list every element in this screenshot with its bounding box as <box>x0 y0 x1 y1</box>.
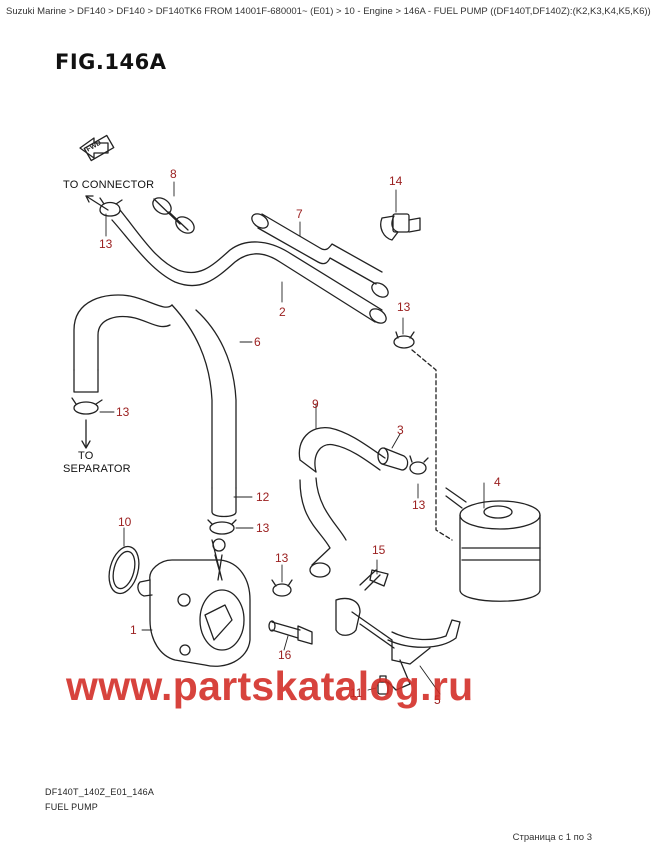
o-ring-10 <box>108 545 140 595</box>
connector-3 <box>377 447 409 471</box>
callout-15: 15 <box>372 543 386 557</box>
callout-13-pump: 13 <box>256 521 270 535</box>
callout-12: 12 <box>256 490 270 504</box>
callout-8: 8 <box>170 167 177 181</box>
to-separator-arrow <box>81 419 91 449</box>
bolt-15 <box>359 569 389 591</box>
callout-13-upper-right: 13 <box>397 300 411 314</box>
tube-8 <box>152 197 195 234</box>
grommet-11 <box>377 675 389 695</box>
callout-6: 6 <box>254 335 261 349</box>
watermark-text: www.partskatalog.ru <box>66 663 474 709</box>
callout-4: 4 <box>494 475 501 489</box>
parts-diagram <box>71 134 541 695</box>
hose-9 <box>298 427 386 578</box>
bracket-5 <box>335 597 461 691</box>
to-connector-arrow <box>85 195 109 211</box>
callout-1: 1 <box>130 623 137 637</box>
callout-11: 11 <box>350 686 363 700</box>
callout-7: 7 <box>296 207 303 221</box>
hose-2 <box>111 209 387 324</box>
callout-9: 9 <box>312 397 319 411</box>
callout-14: 14 <box>389 174 403 188</box>
clamp-13-pump <box>207 519 237 535</box>
callout-10: 10 <box>118 515 132 529</box>
figure-code: DF140T_140Z_E01_146A <box>45 787 155 797</box>
callout-13-middle: 13 <box>275 551 289 565</box>
callout-13-connector: 13 <box>99 237 113 251</box>
clamp-13-connector <box>99 197 123 217</box>
bolt-16 <box>268 620 313 645</box>
clamp-13-upper-right <box>393 331 415 349</box>
callout-16: 16 <box>278 648 292 662</box>
clamp-14 <box>380 213 421 241</box>
figure-title: FIG.146A <box>55 50 167 74</box>
callout-3: 3 <box>397 423 404 437</box>
note-to-connector: TO CONNECTOR <box>63 179 155 191</box>
clamp-13-filter <box>409 455 429 475</box>
fwd-arrow-icon <box>79 134 115 162</box>
note-separator: SEPARATOR <box>63 463 131 475</box>
callout-13-left: 13 <box>116 405 130 419</box>
callout-5: 5 <box>434 693 441 707</box>
fuel-filter-4 <box>445 487 541 602</box>
clamp-13-middle <box>271 579 293 597</box>
note-to: TO <box>78 450 94 462</box>
hose-7 <box>251 213 389 298</box>
callout-13-filter: 13 <box>412 498 426 512</box>
fuel-pump-1 <box>137 538 251 667</box>
clamp-13-left <box>71 397 103 415</box>
hose-6 <box>73 294 237 518</box>
leader-lines <box>99 181 485 695</box>
figure-name: FUEL PUMP <box>45 802 98 812</box>
breadcrumb: Suzuki Marine > DF140 > DF140 > DF140TK6… <box>6 6 651 17</box>
callout-2: 2 <box>279 305 286 319</box>
pager-text: Страница с 1 по 3 <box>512 832 592 843</box>
leader-dash-right <box>411 349 453 541</box>
